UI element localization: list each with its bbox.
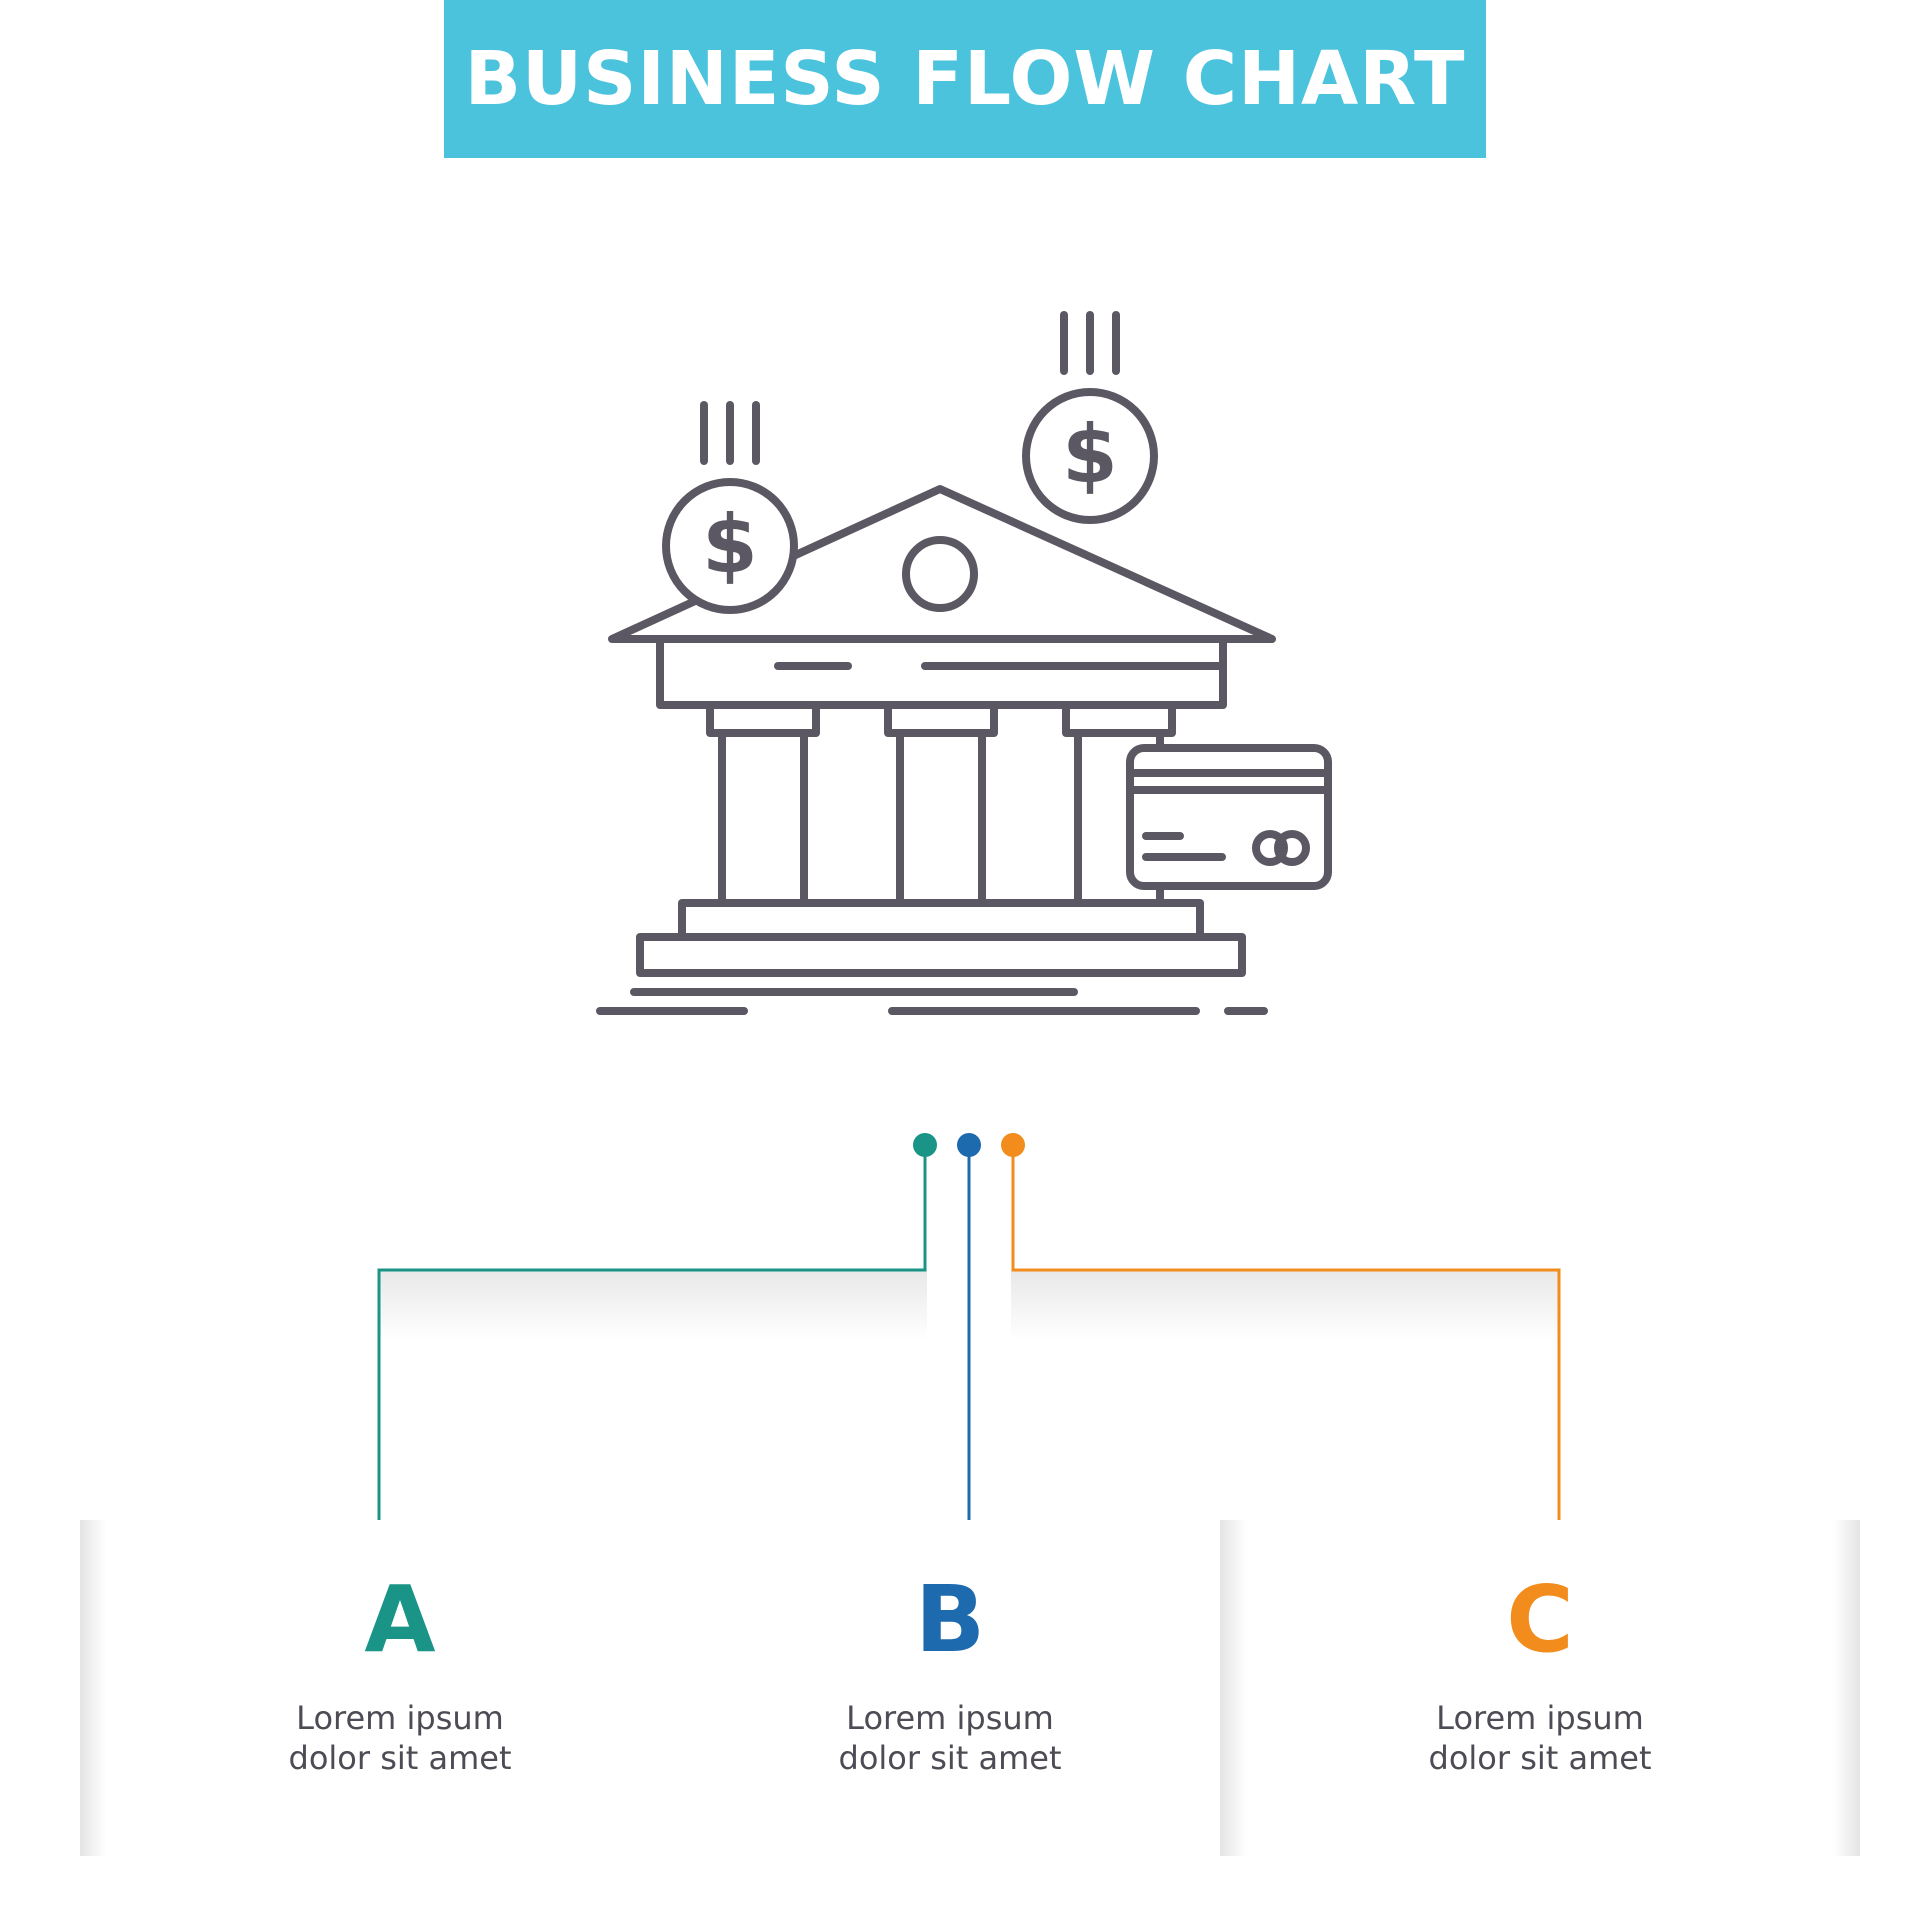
svg-text:$: $ xyxy=(1062,408,1118,501)
svg-text:$: $ xyxy=(702,498,758,591)
step-text-b-line1: Lorem ipsum xyxy=(846,1699,1054,1737)
step-text-b: Lorem ipsum dolor sit amet xyxy=(640,1698,1260,1778)
page-title: BUSINESS FLOW CHART xyxy=(464,36,1466,122)
step-text-b-line2: dolor sit amet xyxy=(838,1739,1062,1777)
step-card-a: A Lorem ipsum dolor sit amet xyxy=(80,1520,720,1856)
connector-c xyxy=(1011,1145,1561,1540)
title-banner: BUSINESS FLOW CHART xyxy=(444,0,1486,158)
bank-icon: $ $ xyxy=(596,311,1332,1015)
step-letter-b: B xyxy=(914,1566,986,1673)
step-text-a-line2: dolor sit amet xyxy=(288,1739,512,1777)
step-card-c: C Lorem ipsum dolor sit amet xyxy=(1220,1520,1860,1856)
connector-dot-a xyxy=(913,1133,937,1157)
connector-dot-b xyxy=(957,1133,981,1157)
step-text-a-line1: Lorem ipsum xyxy=(296,1699,504,1737)
step-letter-a: A xyxy=(364,1566,436,1673)
step-text-c-line1: Lorem ipsum xyxy=(1436,1699,1644,1737)
step-text-c: Lorem ipsum dolor sit amet xyxy=(1220,1698,1860,1778)
step-letter-c: C xyxy=(1506,1566,1574,1673)
connector-dot-c xyxy=(1001,1133,1025,1157)
connector-a xyxy=(377,1145,927,1540)
step-card-b: B Lorem ipsum dolor sit amet xyxy=(640,1520,1260,1856)
step-text-c-line2: dolor sit amet xyxy=(1428,1739,1652,1777)
step-text-a: Lorem ipsum dolor sit amet xyxy=(80,1698,720,1778)
